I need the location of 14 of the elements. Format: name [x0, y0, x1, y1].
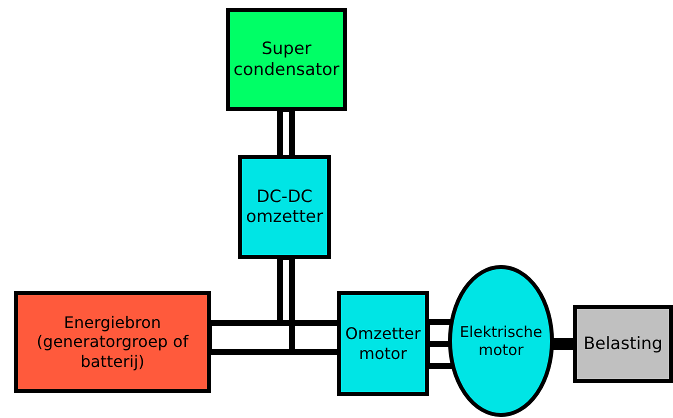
block-label: (generatorgroep of batterij)	[36, 332, 190, 371]
block-label: Elektrische motor	[458, 323, 544, 359]
block-label: Energiebron	[64, 313, 162, 332]
block-box	[226, 8, 347, 111]
block-box	[337, 291, 429, 396]
block-label: Belasting	[583, 334, 663, 354]
block-label: Super condensator	[232, 39, 340, 80]
block-label: DC-DC omzetter	[244, 186, 324, 228]
motor-ellipse	[448, 265, 554, 417]
block-label: Omzetter motor	[344, 324, 422, 363]
block-box	[14, 291, 211, 393]
connector-line	[552, 338, 573, 350]
block-box	[238, 155, 331, 259]
block-box	[573, 305, 673, 383]
